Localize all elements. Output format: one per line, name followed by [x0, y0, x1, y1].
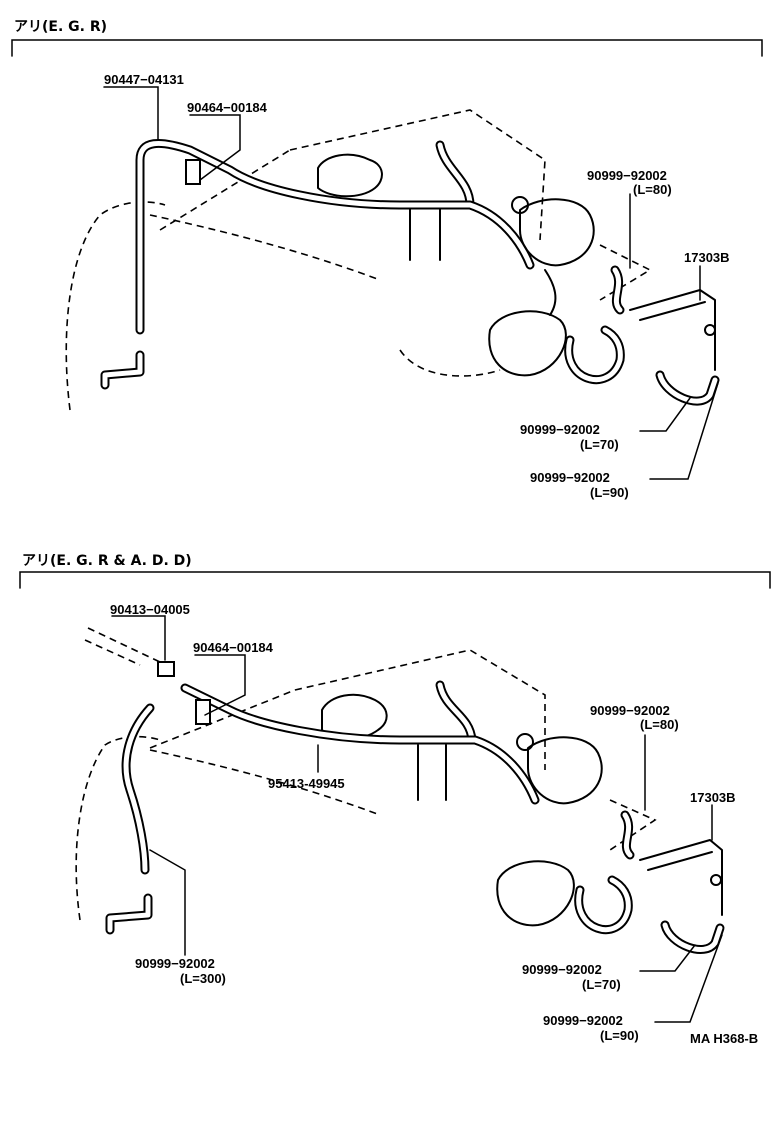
body-outline [65, 201, 166, 411]
egr-valve-body [519, 198, 595, 267]
part-label: 17303B [690, 790, 736, 805]
throttle-post [409, 204, 441, 261]
body-outline [75, 735, 161, 921]
part-label: 90447−04131 [104, 72, 184, 87]
pipe-extension [84, 639, 141, 666]
bracket-bolt [710, 874, 722, 886]
vsv-link [544, 269, 557, 316]
leader-lines-egr-add [111, 615, 723, 1023]
part-label: (L=80) [640, 717, 679, 732]
body-outline [149, 214, 381, 281]
part-label: (L=300) [180, 971, 226, 986]
section-bracket-egr [11, 39, 763, 57]
part-label: (L=70) [582, 977, 621, 992]
leader-lines-egr [103, 86, 719, 480]
bracket-bolt [704, 324, 716, 336]
valve-cover-outline [159, 149, 291, 231]
part-label: 90999−92002 [587, 168, 667, 183]
part-label: 90999−92002 [590, 703, 670, 718]
part-label: 17303B [684, 250, 730, 265]
diagram-code: MA H368-B [690, 1031, 758, 1046]
hose-clip [185, 159, 201, 185]
hose-union [157, 661, 175, 677]
body-outline [149, 749, 381, 816]
vsv-bracket [629, 289, 716, 371]
egr-valve-cap [516, 733, 534, 751]
vsv-body [488, 310, 567, 377]
engine-drawing-egr-add [75, 627, 725, 954]
throttle-post [417, 744, 447, 801]
valve-cover-outline [149, 689, 296, 749]
part-label: (L=90) [600, 1028, 639, 1043]
part-label: (L=90) [590, 485, 629, 500]
part-label: 90999−92002 [522, 962, 602, 977]
section-bracket-egr-add [19, 571, 771, 589]
part-label: 90413−04005 [110, 602, 190, 617]
section-title-egr-add: アリ(E. G. R & A. D. D) [22, 553, 192, 569]
part-label: 90999−92002 [520, 422, 600, 437]
oil-filler-cap [317, 153, 383, 198]
part-label: 95413-49945 [268, 776, 345, 791]
vsv-bracket [639, 839, 723, 916]
egr-valve-cap [511, 196, 529, 214]
part-label: 90464−00184 [193, 640, 274, 655]
section-egr: アリ(E. G. R) [11, 19, 763, 500]
vsv-body [496, 860, 575, 927]
section-title-egr: アリ(E. G. R) [14, 19, 107, 35]
part-label: 90999−92002 [530, 470, 610, 485]
part-label: (L=70) [580, 437, 619, 452]
bracket-outline [599, 244, 652, 301]
part-label: (L=80) [633, 182, 672, 197]
egr-valve-body [527, 736, 603, 805]
part-label: 90464−00184 [187, 100, 268, 115]
pipe-dashed [87, 627, 161, 663]
engine-outline [399, 349, 501, 377]
section-egr-add: アリ(E. G. R & A. D. D) [19, 553, 771, 1043]
engine-drawing-egr [65, 109, 720, 411]
valve-cover-outline [289, 109, 546, 241]
part-label: 90999−92002 [135, 956, 215, 971]
part-label: 90999−92002 [543, 1013, 623, 1028]
valve-cover-outline [294, 649, 546, 770]
hose-clip [195, 699, 211, 725]
